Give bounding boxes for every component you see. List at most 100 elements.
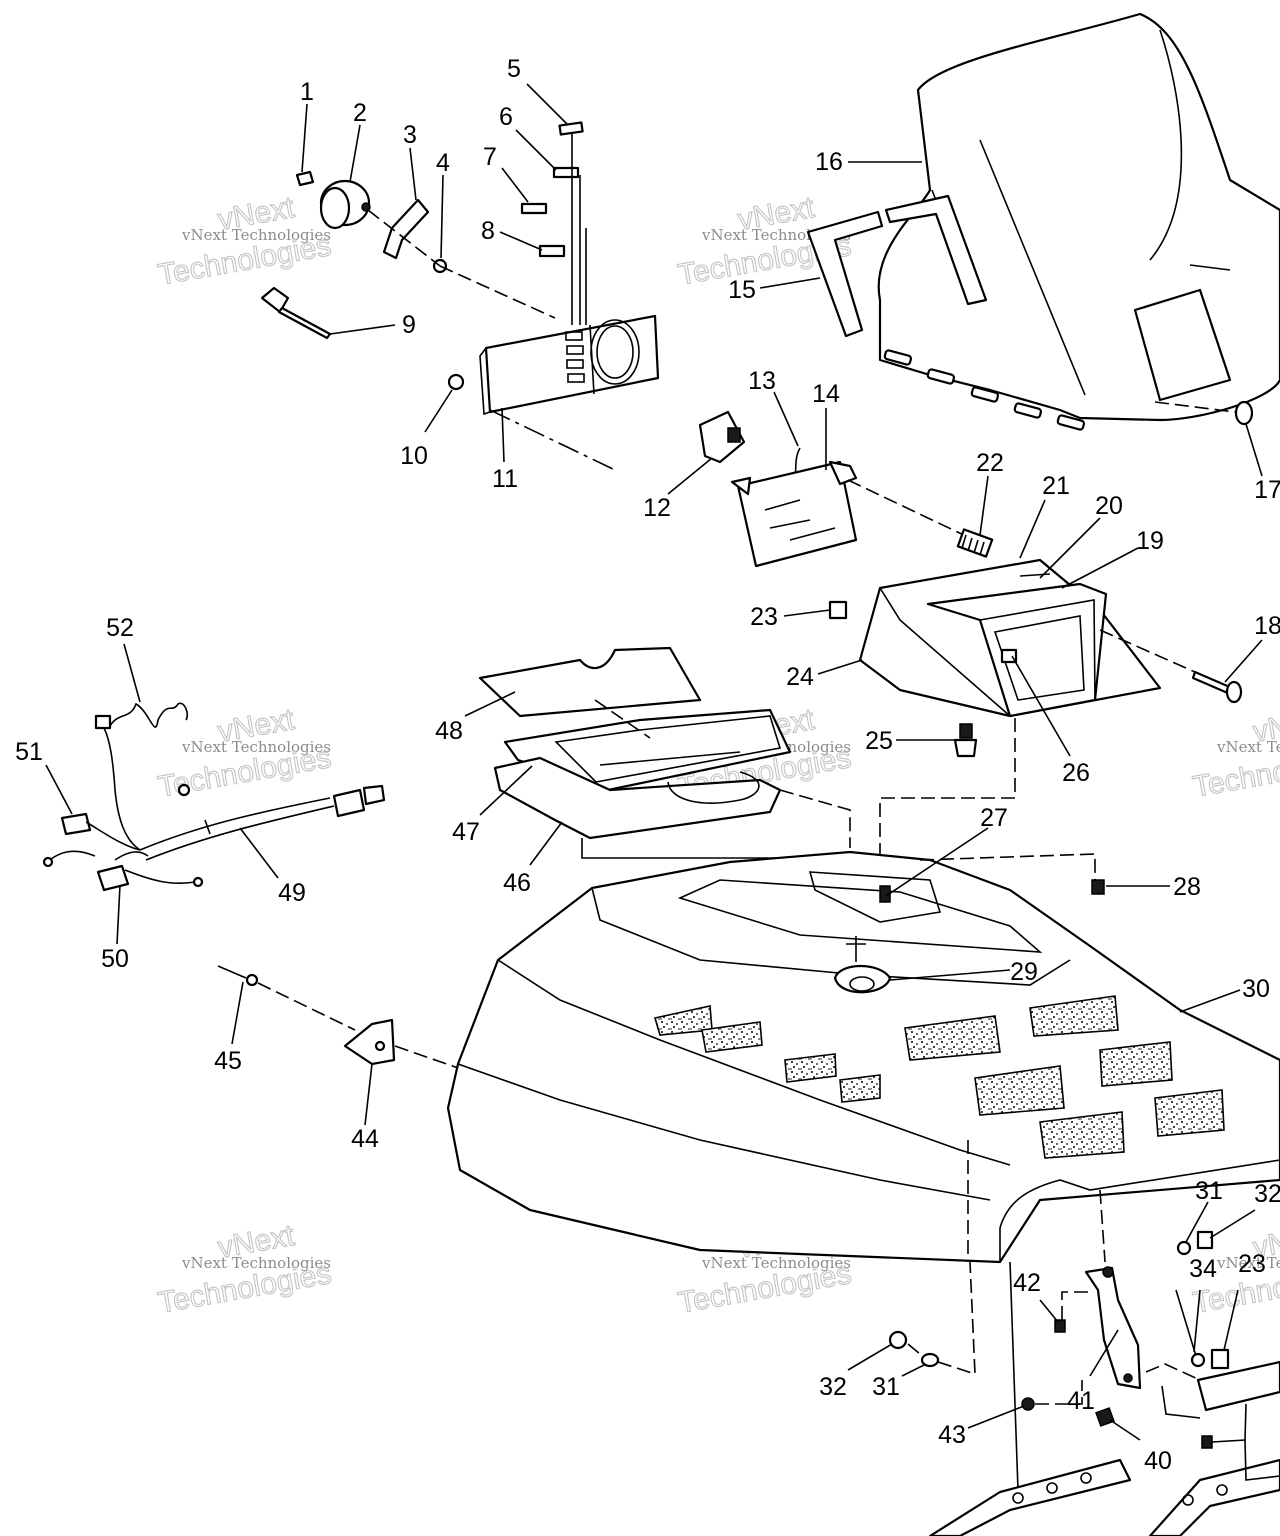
assembly-line bbox=[779, 789, 851, 848]
callout-25: 25 bbox=[865, 727, 893, 755]
callout-46: 46 bbox=[503, 869, 531, 897]
callout-1: 1 bbox=[300, 78, 314, 106]
callout-6: 6 bbox=[499, 103, 513, 131]
leader-lines bbox=[45, 83, 1263, 1441]
part-17-rivet bbox=[1154, 400, 1254, 426]
callout-16: 16 bbox=[815, 148, 843, 176]
svg-text:vNext Technologies: vNext Technologies bbox=[1216, 1254, 1280, 1272]
svg-text:vNext Technologies: vNext Technologies bbox=[181, 226, 331, 244]
assembly-line bbox=[594, 699, 651, 739]
part-16-windshield bbox=[877, 12, 1280, 431]
part-28-screw bbox=[919, 853, 1105, 895]
callout-13: 13 bbox=[748, 367, 776, 395]
callout-9: 9 bbox=[402, 311, 416, 339]
callout-30: 30 bbox=[1242, 975, 1270, 1003]
callout-15: 15 bbox=[728, 276, 756, 304]
callout-17: 17 bbox=[1254, 476, 1280, 504]
part-32-nut bbox=[1196, 1230, 1214, 1250]
part-8-switch bbox=[538, 244, 566, 258]
part-31-washer bbox=[1176, 1240, 1192, 1256]
callout-4: 4 bbox=[436, 149, 450, 177]
part-26-clip bbox=[1000, 648, 1018, 664]
callout-3: 3 bbox=[403, 121, 417, 149]
part-45-screw bbox=[217, 965, 259, 987]
part-25-screw bbox=[953, 723, 978, 758]
part-7-switch bbox=[520, 202, 548, 215]
callout-44: 44 bbox=[351, 1125, 379, 1153]
callout-23-lower: 23 bbox=[1238, 1250, 1266, 1278]
callout-20: 20 bbox=[1095, 492, 1123, 520]
part-15-windshield-trim bbox=[806, 194, 988, 338]
assembly-line bbox=[879, 718, 1016, 856]
svg-text:vNext Technologies: vNext Technologies bbox=[181, 738, 331, 756]
part-6-switch bbox=[552, 166, 580, 179]
part-1-bulb bbox=[295, 170, 315, 187]
callout-32: 32 bbox=[1254, 1180, 1280, 1208]
callout-19: 19 bbox=[1136, 527, 1164, 555]
callout-14: 14 bbox=[812, 380, 840, 408]
callout-43: 43 bbox=[938, 1421, 966, 1449]
part-50-connector bbox=[96, 851, 204, 892]
callout-50: 50 bbox=[101, 945, 129, 973]
callout-8: 8 bbox=[481, 217, 495, 245]
part-49-harness bbox=[139, 784, 386, 861]
part-42-screw bbox=[1054, 1291, 1090, 1333]
assembly-line bbox=[489, 409, 616, 471]
part-9-sensor bbox=[260, 286, 332, 340]
callout-22: 22 bbox=[976, 449, 1004, 477]
part-46-tray bbox=[493, 756, 782, 840]
part-10-screw bbox=[447, 373, 465, 391]
callout-26: 26 bbox=[1062, 759, 1090, 787]
assembly-line bbox=[1099, 629, 1196, 673]
part-30-hood bbox=[446, 850, 1280, 1264]
callout-10: 10 bbox=[400, 442, 428, 470]
assembly-line bbox=[394, 1045, 459, 1069]
callout-49: 49 bbox=[278, 879, 306, 907]
part-34-pin bbox=[1175, 1289, 1206, 1368]
part-14-headlight bbox=[730, 460, 858, 568]
svg-text:vNext Technologies: vNext Technologies bbox=[1216, 738, 1280, 756]
part-29-grommet bbox=[833, 936, 892, 994]
callout-31: 31 bbox=[1195, 1177, 1223, 1205]
part-47-console bbox=[503, 708, 792, 792]
callout-51: 51 bbox=[15, 738, 43, 766]
callout-34: 34 bbox=[1189, 1255, 1217, 1283]
watermark: vNext vNext Technologies Technologies bbox=[1190, 702, 1280, 804]
callout-5: 5 bbox=[507, 55, 521, 83]
part-41-hinge-bracket bbox=[1084, 1266, 1142, 1390]
lower-frame bbox=[928, 1261, 1280, 1536]
part-40-screw bbox=[1095, 1407, 1115, 1427]
callout-24: 24 bbox=[786, 663, 814, 691]
part-52-wire-loops bbox=[94, 702, 191, 851]
part-11-instrument-panel bbox=[479, 314, 660, 416]
callout-40: 40 bbox=[1144, 1447, 1172, 1475]
callout-11: 11 bbox=[492, 465, 518, 493]
assembly-line bbox=[439, 265, 556, 319]
callout-32-lower: 32 bbox=[819, 1373, 847, 1401]
part-23-clip-lower bbox=[1210, 1348, 1230, 1370]
part-48-pad bbox=[478, 646, 702, 718]
part-31-washer-lower bbox=[920, 1261, 976, 1376]
panel-wiring bbox=[571, 132, 587, 325]
part-18-bolt bbox=[1191, 670, 1243, 704]
part-12-headlight-bulb bbox=[698, 410, 746, 464]
callout-41: 41 bbox=[1067, 1387, 1095, 1415]
part-20-lens-trim bbox=[1019, 573, 1051, 577]
watermark: vNext vNext Technologies Technologies bbox=[155, 1218, 334, 1320]
part-23-clip bbox=[828, 600, 848, 620]
callout-labels: 1 2 3 4 5 6 7 8 9 10 11 12 13 14 15 16 1… bbox=[15, 55, 1280, 1475]
callout-42: 42 bbox=[1013, 1269, 1041, 1297]
part-5-switch bbox=[558, 121, 584, 136]
callout-2: 2 bbox=[353, 99, 367, 127]
callout-47: 47 bbox=[452, 818, 480, 846]
callout-27: 27 bbox=[980, 804, 1008, 832]
part-44-bracket bbox=[343, 1018, 396, 1066]
callout-31-lower: 31 bbox=[872, 1373, 900, 1401]
assembly-line bbox=[847, 479, 971, 539]
callout-12: 12 bbox=[643, 494, 671, 522]
callout-7: 7 bbox=[483, 143, 497, 171]
assembly-line bbox=[367, 209, 441, 267]
part-3-bracket bbox=[382, 198, 430, 260]
assembly-line bbox=[257, 982, 356, 1031]
